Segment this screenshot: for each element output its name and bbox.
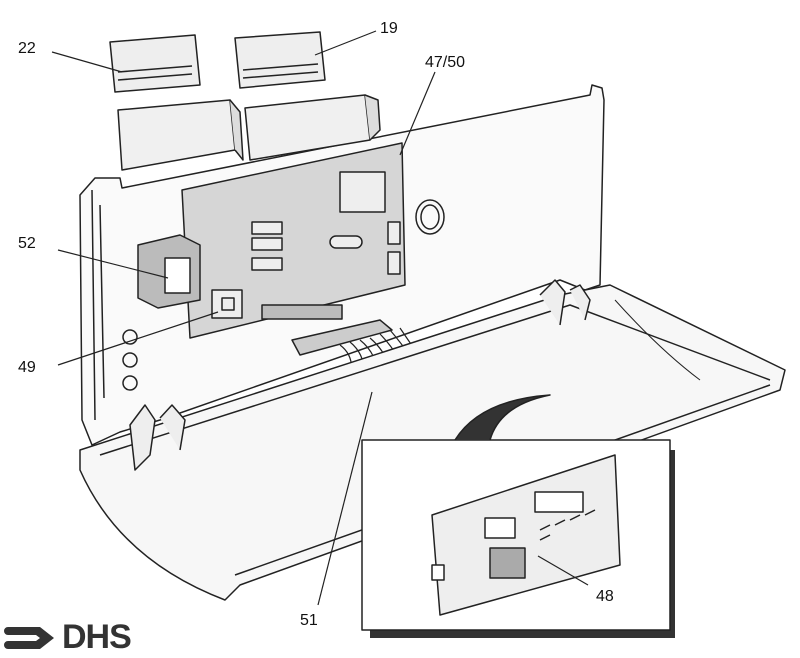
label-48: 48 bbox=[596, 588, 614, 605]
label-22: 22 bbox=[18, 40, 36, 57]
grommet bbox=[415, 199, 445, 235]
ribbon-cable-51 bbox=[291, 319, 393, 356]
label-51: 51 bbox=[300, 612, 318, 629]
terminal-block-22 bbox=[109, 34, 244, 171]
connector-49 bbox=[211, 289, 243, 319]
dhs-logo: DHS bbox=[4, 618, 132, 657]
label-52: 52 bbox=[18, 235, 36, 252]
logo-text: DHS bbox=[62, 618, 132, 656]
label-19: 19 bbox=[380, 20, 398, 37]
terminal-block-19 bbox=[234, 31, 381, 161]
label-49: 49 bbox=[18, 359, 36, 376]
label-47-50: 47/50 bbox=[425, 54, 466, 71]
arrow-logo-icon bbox=[4, 626, 54, 649]
leader-lines bbox=[51, 30, 589, 606]
